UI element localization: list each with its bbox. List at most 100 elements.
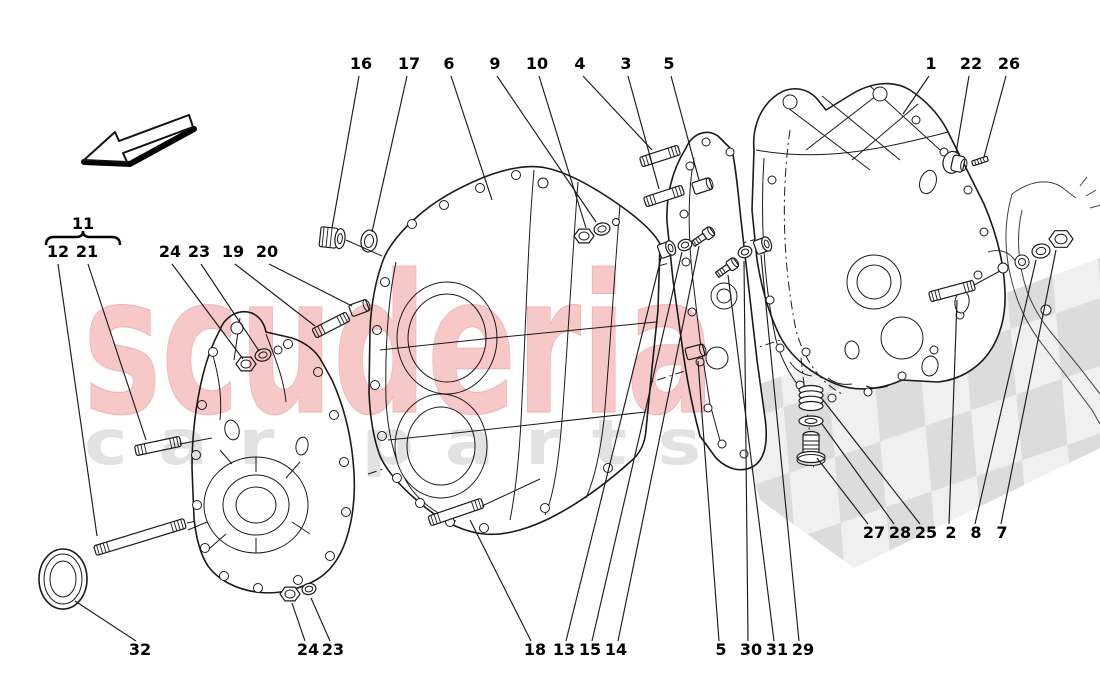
leader-line-22 xyxy=(955,75,970,154)
leader-line-8 xyxy=(974,259,1037,525)
part-label-7: 7 xyxy=(996,523,1007,542)
part-label-18: 18 xyxy=(524,640,546,659)
part-label-31: 31 xyxy=(766,640,788,659)
sensor-plug xyxy=(942,150,968,174)
seal-ring xyxy=(360,229,378,253)
leader-line-12 xyxy=(57,263,98,537)
oil-seal xyxy=(38,548,88,610)
dowel-bush xyxy=(691,177,714,195)
part-label-6: 6 xyxy=(443,54,454,73)
washer xyxy=(593,222,611,236)
part-label-14: 14 xyxy=(605,640,627,659)
leader-line-28 xyxy=(821,423,895,525)
leader-line-24 xyxy=(171,263,244,360)
leader-line-2 xyxy=(948,299,958,525)
hex-nut xyxy=(573,228,595,244)
checkered-flag-watermark xyxy=(728,258,1100,568)
hardware xyxy=(38,144,1074,610)
washer xyxy=(677,238,693,252)
spring xyxy=(798,384,824,412)
leader-line-9 xyxy=(496,75,597,223)
leader-line-21 xyxy=(87,263,147,441)
leader-line-10 xyxy=(538,75,587,229)
hex-nut xyxy=(235,356,257,372)
hex-nut xyxy=(279,586,301,602)
leader-line-14 xyxy=(617,245,700,642)
part-label-5: 5 xyxy=(663,54,674,73)
leader-line-18 xyxy=(469,519,532,642)
main-gearbox-case xyxy=(751,82,1006,405)
part-label-29: 29 xyxy=(792,640,814,659)
leader-line-27 xyxy=(816,457,869,525)
side-cover xyxy=(191,310,356,594)
hex-nut xyxy=(1048,230,1074,248)
part-label-16: 16 xyxy=(350,54,372,73)
technical-drawing xyxy=(38,82,1100,610)
group-bracket xyxy=(44,230,122,246)
part-label-21: 21 xyxy=(76,242,98,261)
watermark-subtitle-text: car parts xyxy=(84,406,732,479)
washer xyxy=(301,582,317,596)
part-label-27: 27 xyxy=(863,523,885,542)
stud xyxy=(427,498,485,526)
leader-line-23 xyxy=(310,597,331,642)
dowel-bush xyxy=(348,299,371,317)
seal-cap xyxy=(656,240,677,259)
socket-screw xyxy=(690,226,716,247)
leader-line-1 xyxy=(902,75,930,115)
part-label-13: 13 xyxy=(553,640,575,659)
leader-line-16 xyxy=(331,75,360,229)
part-label-17: 17 xyxy=(398,54,420,73)
leader-line-7 xyxy=(1000,249,1057,525)
part-label-19: 19 xyxy=(222,242,244,261)
leader-line-5 xyxy=(697,360,720,642)
leader-line-6 xyxy=(450,75,493,201)
dowel-bush xyxy=(684,343,707,361)
part-label-22: 22 xyxy=(960,54,982,73)
leader-line-3 xyxy=(627,75,660,190)
part-label-25: 25 xyxy=(915,523,937,542)
part-label-5: 5 xyxy=(715,640,726,659)
part-label-8: 8 xyxy=(970,523,981,542)
gearbox-intermediate-housing xyxy=(368,165,661,536)
part-label-28: 28 xyxy=(889,523,911,542)
washer xyxy=(798,415,824,427)
part-label-10: 10 xyxy=(526,54,548,73)
part-label-23: 23 xyxy=(322,640,344,659)
stud xyxy=(311,312,351,338)
leader-line-5 xyxy=(670,75,700,181)
part-label-20: 20 xyxy=(256,242,278,261)
part-label-4: 4 xyxy=(574,54,585,73)
part-label-3: 3 xyxy=(620,54,631,73)
stud xyxy=(643,184,685,208)
leader-line-24 xyxy=(291,602,306,642)
leader-line-4 xyxy=(582,75,653,151)
stud xyxy=(134,436,182,456)
leader-line-32 xyxy=(74,600,137,642)
small-screw xyxy=(971,155,989,167)
part-label-15: 15 xyxy=(579,640,601,659)
leader-line-17 xyxy=(371,75,408,233)
part-label-9: 9 xyxy=(489,54,500,73)
brand-watermark: scuderia car parts xyxy=(83,235,732,480)
watermark-brand-text: scuderia xyxy=(83,235,715,458)
leader-line-26 xyxy=(983,75,1007,158)
arrow-shadow-edge xyxy=(81,126,197,168)
arrow-icon xyxy=(83,114,194,163)
part-label-23: 23 xyxy=(188,242,210,261)
leader-line-19 xyxy=(234,263,316,327)
part-label-26: 26 xyxy=(998,54,1020,73)
part-label-32: 32 xyxy=(129,640,151,659)
seal-cap xyxy=(752,236,773,255)
leader-line-25 xyxy=(822,399,921,525)
socket-screw xyxy=(714,257,740,278)
leader-line-15 xyxy=(591,251,683,642)
leader-line-13 xyxy=(565,257,662,642)
oil-plug xyxy=(318,226,346,250)
washer xyxy=(254,348,272,362)
part-label-30: 30 xyxy=(740,640,762,659)
adjacent-housing-outline xyxy=(987,176,1100,425)
leader-line-20 xyxy=(268,263,353,307)
